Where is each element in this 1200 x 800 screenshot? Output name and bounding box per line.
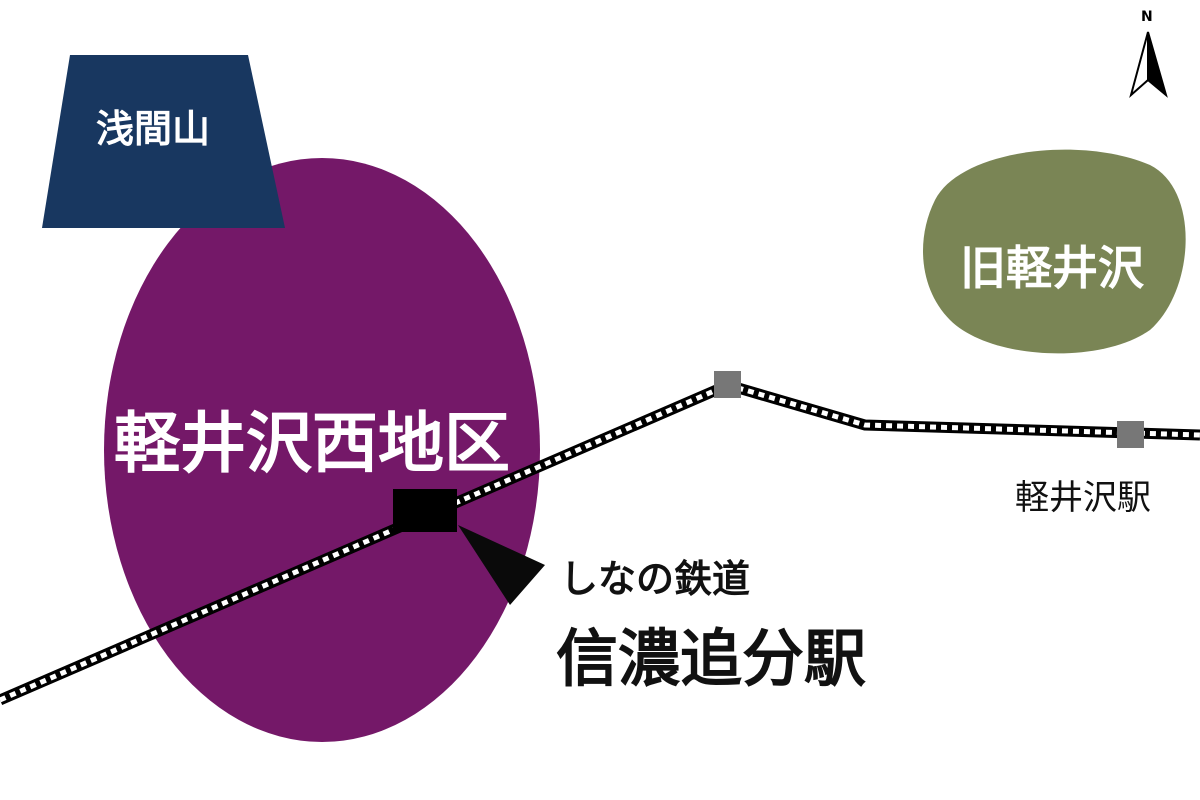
railway-line (0, 379, 1200, 706)
shinano-oiwake-station-label: 信濃追分駅 (556, 622, 867, 695)
karuizawa-station-marker (1117, 421, 1144, 448)
pointer-arrow (458, 525, 545, 605)
north-arrow-icon (1129, 31, 1168, 98)
station-marker (714, 371, 741, 398)
railway-name-label: しなの鉄道 (560, 557, 751, 601)
shinano-oiwake-station-marker (393, 489, 457, 532)
old-karuizawa-label: 旧軽井沢 (960, 241, 1144, 295)
mountain-label: 浅間山 (96, 107, 211, 151)
west-district-label: 軽井沢西地区 (114, 405, 510, 482)
mountain-shape (42, 55, 285, 228)
karuizawa-station-label: 軽井沢駅 (1015, 478, 1151, 518)
north-label: N (1141, 9, 1153, 25)
old-karuizawa-area (923, 149, 1186, 354)
west-district-area (104, 158, 540, 742)
